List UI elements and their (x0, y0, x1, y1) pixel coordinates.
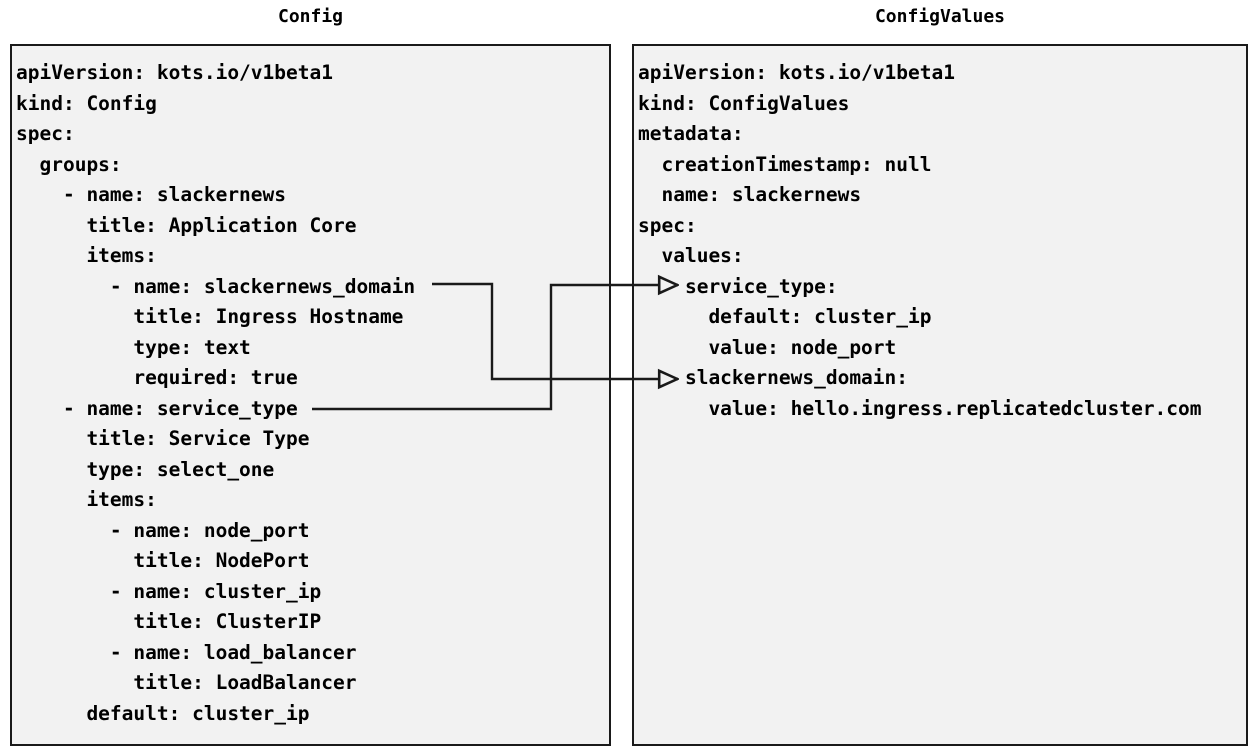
config-line-13: type: select_one (16, 457, 275, 481)
code-body-configvalues: apiVersion: kots.io/v1beta1 kind: ConfigV… (634, 46, 1202, 424)
config-line-17: - name: cluster_ip (16, 579, 322, 603)
config-line-16: title: NodePort (16, 549, 310, 572)
config-line-9: type: text (16, 335, 251, 359)
config-line-12: title: Service Type (16, 427, 310, 450)
configvalues-line-9: value: node_port (638, 335, 897, 359)
config-line-14: items: (16, 488, 157, 511)
config-line-6: items: (16, 244, 157, 267)
configvalues-line-7: service_type: (638, 274, 838, 298)
config-line-5: title: Application Core (16, 213, 357, 237)
config-line-4: - name: slackernews (16, 183, 287, 206)
configvalues-line-4: name: slackernews (638, 183, 862, 206)
configvalues-line-5: spec: (638, 213, 697, 237)
config-line-18: title: ClusterIP (16, 610, 322, 633)
configvalues-line-3: creationTimestamp: null (638, 152, 932, 176)
panel-title-configvalues: ConfigValues (874, 6, 1006, 27)
code-panel-configvalues: apiVersion: kots.io/v1beta1 kind: ConfigV… (632, 44, 1248, 746)
config-line-20: title: LoadBalancer (16, 671, 357, 694)
config-line-7: - name: slackernews_domain (16, 274, 416, 298)
code-panel-config: apiVersion: kots.io/v1beta1 kind: Config s… (10, 44, 611, 746)
config-line-0: apiVersion: kots.io/v1beta1 (16, 61, 333, 84)
configvalues-line-11: value: hello.ingress.replicatedcluster.c… (638, 396, 1202, 420)
configvalues-line-6: values: (638, 244, 744, 267)
config-line-8: title: Ingress Hostname (16, 305, 404, 328)
config-line-3: groups: (16, 152, 122, 176)
configvalues-line-1: kind: ConfigValues (638, 91, 850, 115)
configvalues-line-10: slackernews_domain: (638, 366, 909, 389)
code-body-config: apiVersion: kots.io/v1beta1 kind: Config s… (12, 46, 415, 729)
configvalues-line-0: apiVersion: kots.io/v1beta1 (638, 61, 955, 84)
config-line-11: - name: service_type (16, 396, 298, 420)
configvalues-line-2: metadata: (638, 122, 744, 145)
config-line-19: - name: load_balancer (16, 640, 357, 664)
config-line-1: kind: Config (16, 91, 157, 115)
config-line-21: default: cluster_ip (16, 701, 310, 725)
configvalues-line-8: default: cluster_ip (638, 305, 932, 328)
panel-title-config: Config (277, 6, 344, 27)
config-line-15: - name: node_port (16, 518, 310, 542)
config-line-2: spec: (16, 122, 75, 145)
config-line-10: required: true (16, 366, 298, 389)
